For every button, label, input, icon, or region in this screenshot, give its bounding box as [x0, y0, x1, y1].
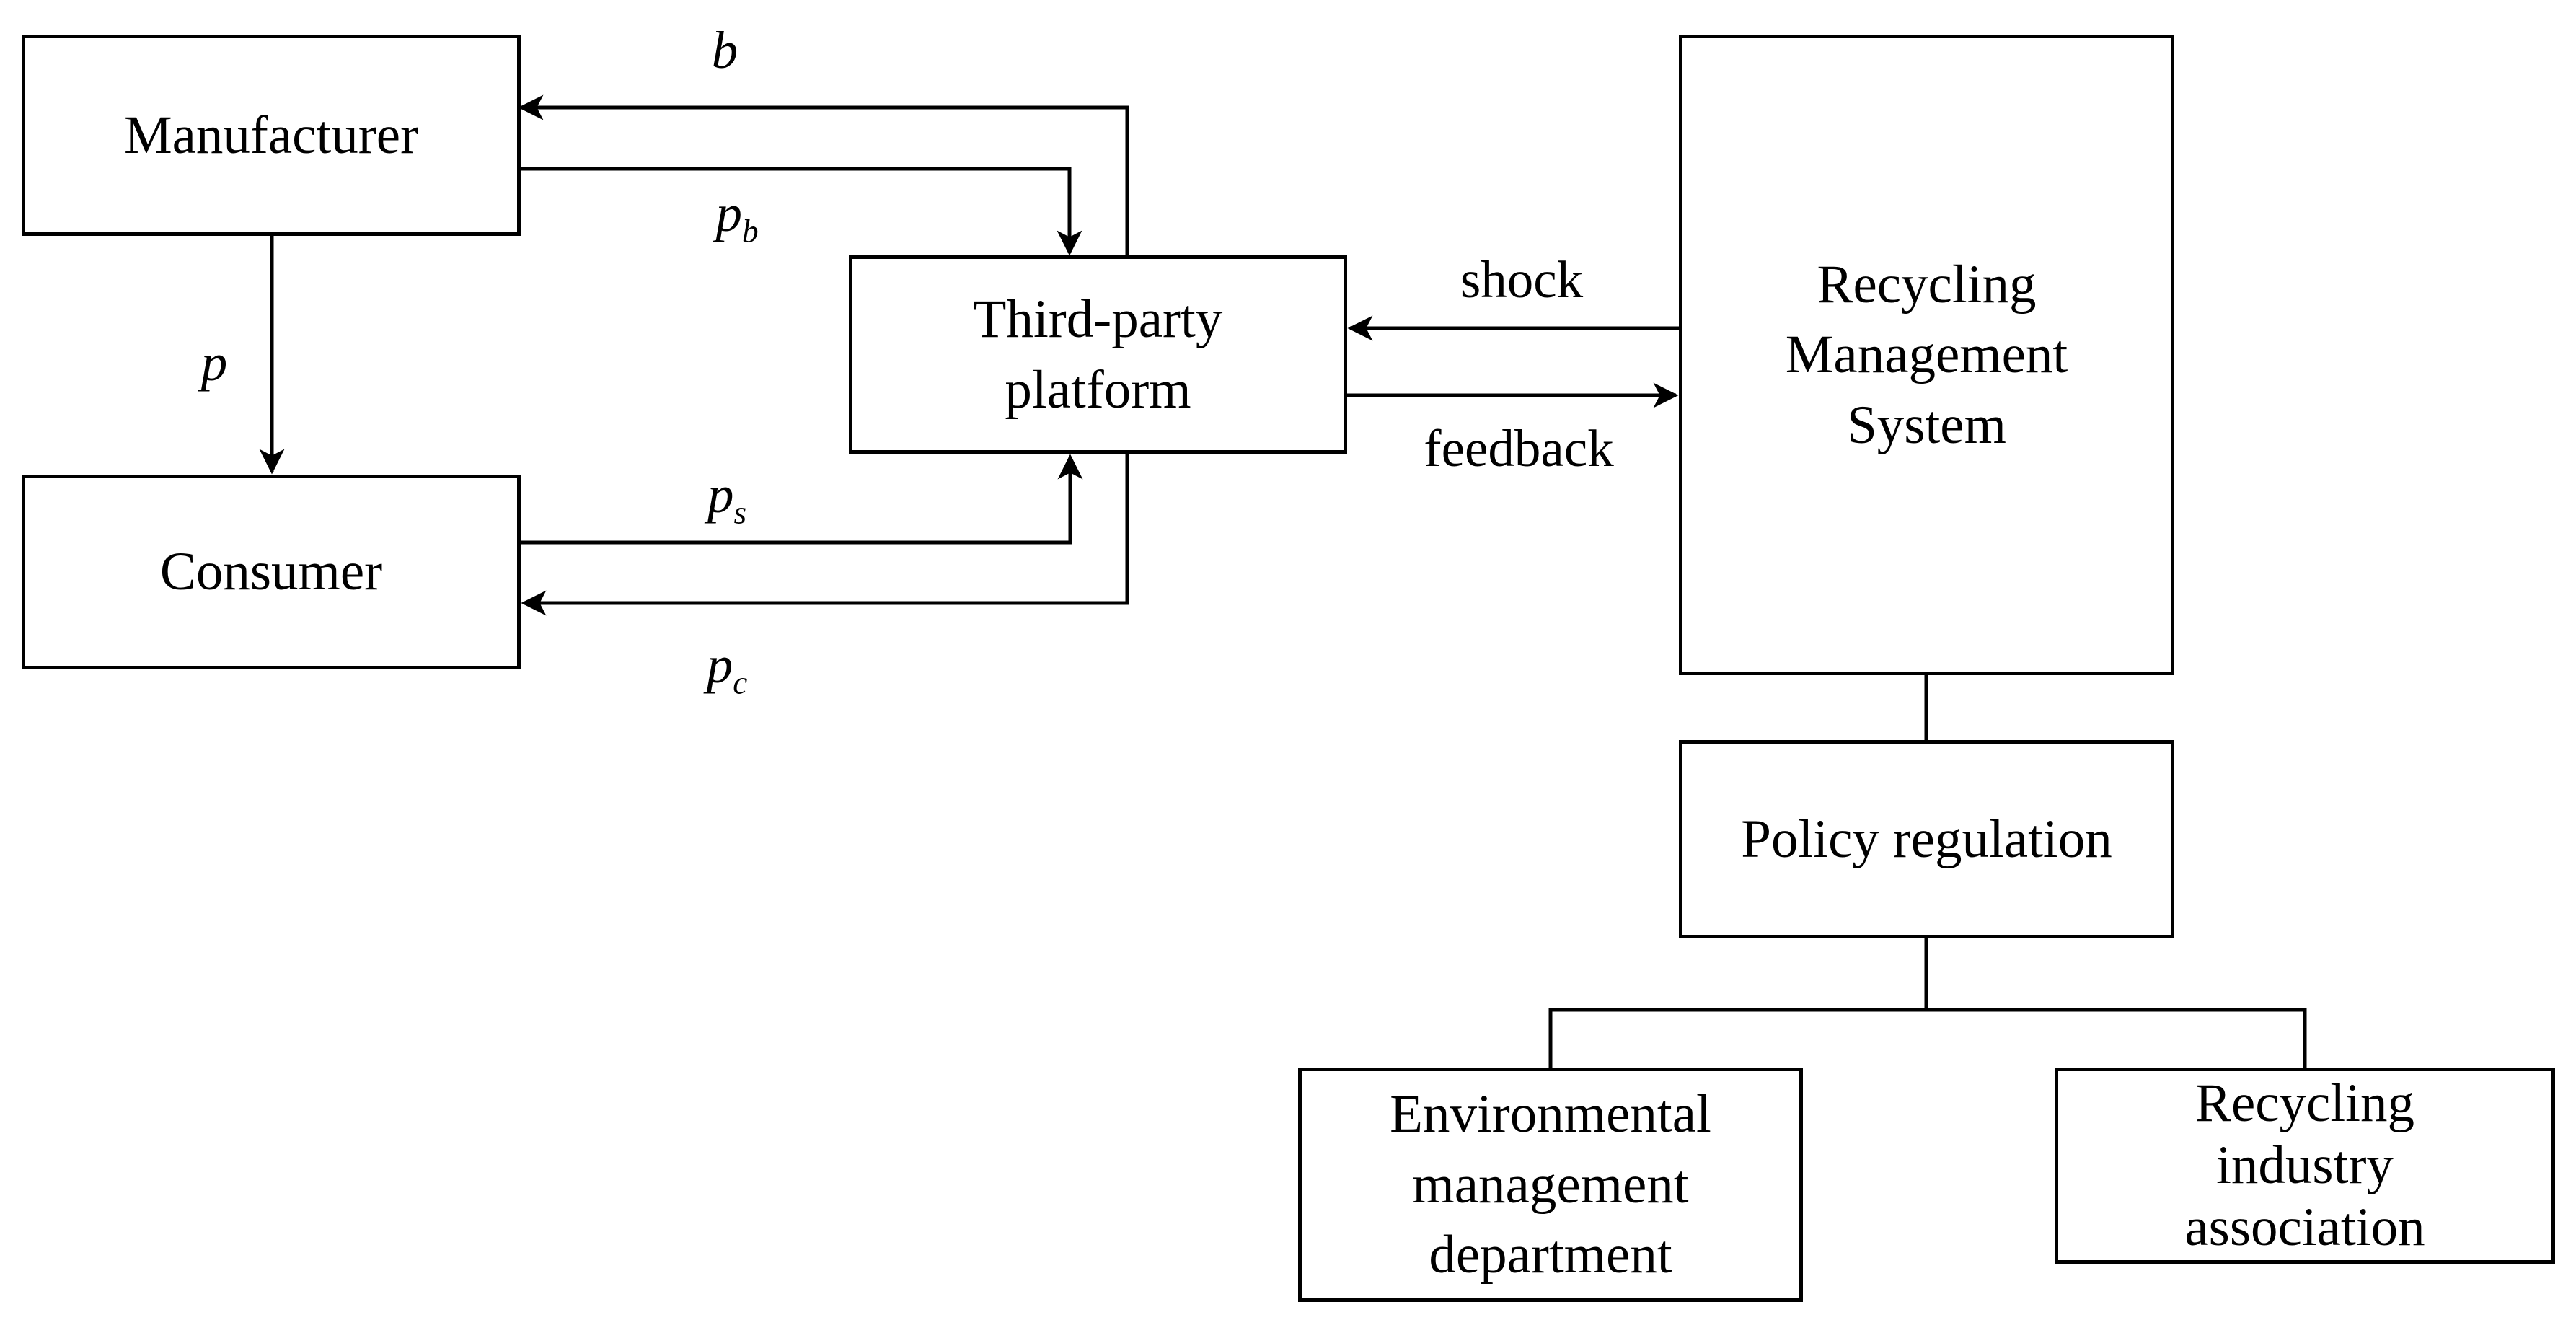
edge-label-ps-sub: s [733, 494, 747, 531]
edge-label-p: p [201, 333, 228, 393]
edge-label-shock: shock [1460, 250, 1584, 309]
consumer-box: Consumer [22, 475, 521, 669]
edge-label-ps: ps [707, 465, 746, 529]
edge-label-pc-sub: c [733, 664, 748, 701]
manufacturer-box: Manufacturer [22, 35, 521, 236]
policy-regulation-label: Policy regulation [1741, 809, 2112, 869]
edge-policy-branch-line [1548, 1008, 2307, 1068]
env-dept-label-line2: management [1412, 1154, 1689, 1215]
rms-label-line2: Management [1785, 325, 2068, 385]
recycling-industry-association-box: Recycling industry association [2055, 1068, 2555, 1264]
edge-label-b: b [712, 20, 738, 81]
edge-pc-arrow [521, 454, 1129, 616]
edge-label-pc: pc [706, 635, 748, 699]
edge-label-pb: pb [715, 183, 758, 247]
edge-label-pb-main: p [715, 184, 742, 242]
env-dept-label-line1: Environmental [1390, 1084, 1711, 1145]
policy-regulation-box: Policy regulation [1679, 740, 2174, 938]
edge-b-arrow [518, 94, 1129, 255]
ria-label-line1: Recycling [2195, 1073, 2415, 1133]
third-party-platform-label-line1: Third-party [973, 289, 1223, 349]
consumer-label: Consumer [159, 542, 383, 602]
rms-label-line3: System [1847, 395, 2006, 455]
edge-label-pb-sub: b [741, 213, 759, 250]
edge-ps-arrow [521, 454, 1083, 545]
ria-label-line3: association [2184, 1197, 2425, 1258]
edge-label-pc-main: p [706, 635, 733, 694]
third-party-platform-box: Third-party platform [849, 255, 1347, 454]
edge-label-p-main: p [200, 333, 228, 392]
manufacturer-label: Manufacturer [123, 105, 419, 165]
env-dept-label-line3: department [1429, 1225, 1672, 1285]
third-party-platform-label-line2: platform [1005, 359, 1191, 420]
ria-label-line2: industry [2216, 1135, 2394, 1195]
edge-label-b-main: b [711, 21, 738, 79]
rms-label-line1: Recycling [1817, 254, 2037, 314]
edge-label-feedback: feedback [1424, 419, 1614, 478]
recycling-management-system-box: Recycling Management System [1679, 35, 2174, 675]
edge-pb-arrow [521, 167, 1082, 256]
edge-label-ps-main: p [707, 465, 734, 524]
environmental-management-department-box: Environmental management department [1298, 1068, 1803, 1302]
